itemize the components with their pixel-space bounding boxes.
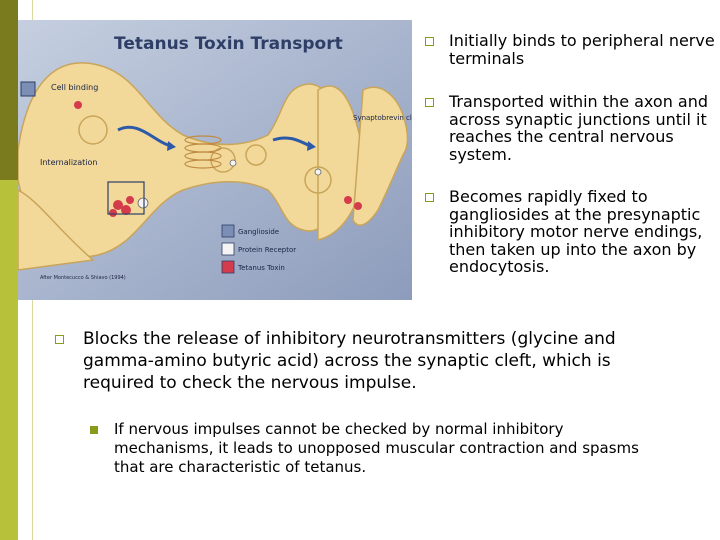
label-cell-binding: Cell binding xyxy=(51,83,98,92)
bullet-text: Transported within the axon and across s… xyxy=(449,92,709,164)
legend-protein-receptor: Protein Receptor xyxy=(238,246,296,254)
figure-legend: Ganglioside Protein Receptor Tetanus Tox… xyxy=(221,224,296,274)
square-bullet-icon xyxy=(55,335,64,344)
bullet-item: Initially binds to peripheral nerve term… xyxy=(425,32,715,67)
bullet-item: Becomes rapidly fixed to gangliosides at… xyxy=(425,188,715,276)
lower-cell-shape xyxy=(18,189,95,271)
legend-tetanus-toxin: Tetanus Toxin xyxy=(237,264,285,272)
sub-bullet: If nervous impulses cannot be checked by… xyxy=(90,420,650,477)
figure-svg: Tetanus Toxin Transport Cell binding Int… xyxy=(18,20,412,300)
transport-arrow-2 xyxy=(272,136,309,147)
square-bullet-icon xyxy=(425,193,434,202)
square-bullet-icon xyxy=(425,37,434,46)
main-bullet: Blocks the release of inhibitory neurotr… xyxy=(55,328,655,394)
sub-bullet-text: If nervous impulses cannot be checked by… xyxy=(114,420,639,476)
left-accent-bar-light xyxy=(0,180,18,540)
label-synaptobrevin: Synaptobrevin cleavage xyxy=(353,114,412,122)
filled-square-bullet-icon xyxy=(90,426,98,434)
tetanus-transport-figure: Tetanus Toxin Transport Cell binding Int… xyxy=(18,20,412,300)
label-internalization: Internalization xyxy=(40,158,97,167)
arrowhead-1 xyxy=(167,141,176,151)
arrowhead-2 xyxy=(307,141,316,151)
figure-title: Tetanus Toxin Transport xyxy=(114,34,343,54)
square-bullet-icon xyxy=(425,98,434,107)
bullet-text: Becomes rapidly fixed to gangliosides at… xyxy=(449,187,703,276)
figure-credit: After Montecucco & Shiavo (1994) xyxy=(40,275,126,281)
postsynaptic-shape xyxy=(352,86,409,226)
left-accent-bar-dark xyxy=(0,0,18,180)
main-bullet-text: Blocks the release of inhibitory neurotr… xyxy=(83,329,616,393)
legend-ganglioside: Ganglioside xyxy=(238,228,279,236)
bullet-item: Transported within the axon and across s… xyxy=(425,93,715,163)
transport-arrow-1 xyxy=(117,125,169,147)
bullet-text: Initially binds to peripheral nerve term… xyxy=(449,31,715,68)
